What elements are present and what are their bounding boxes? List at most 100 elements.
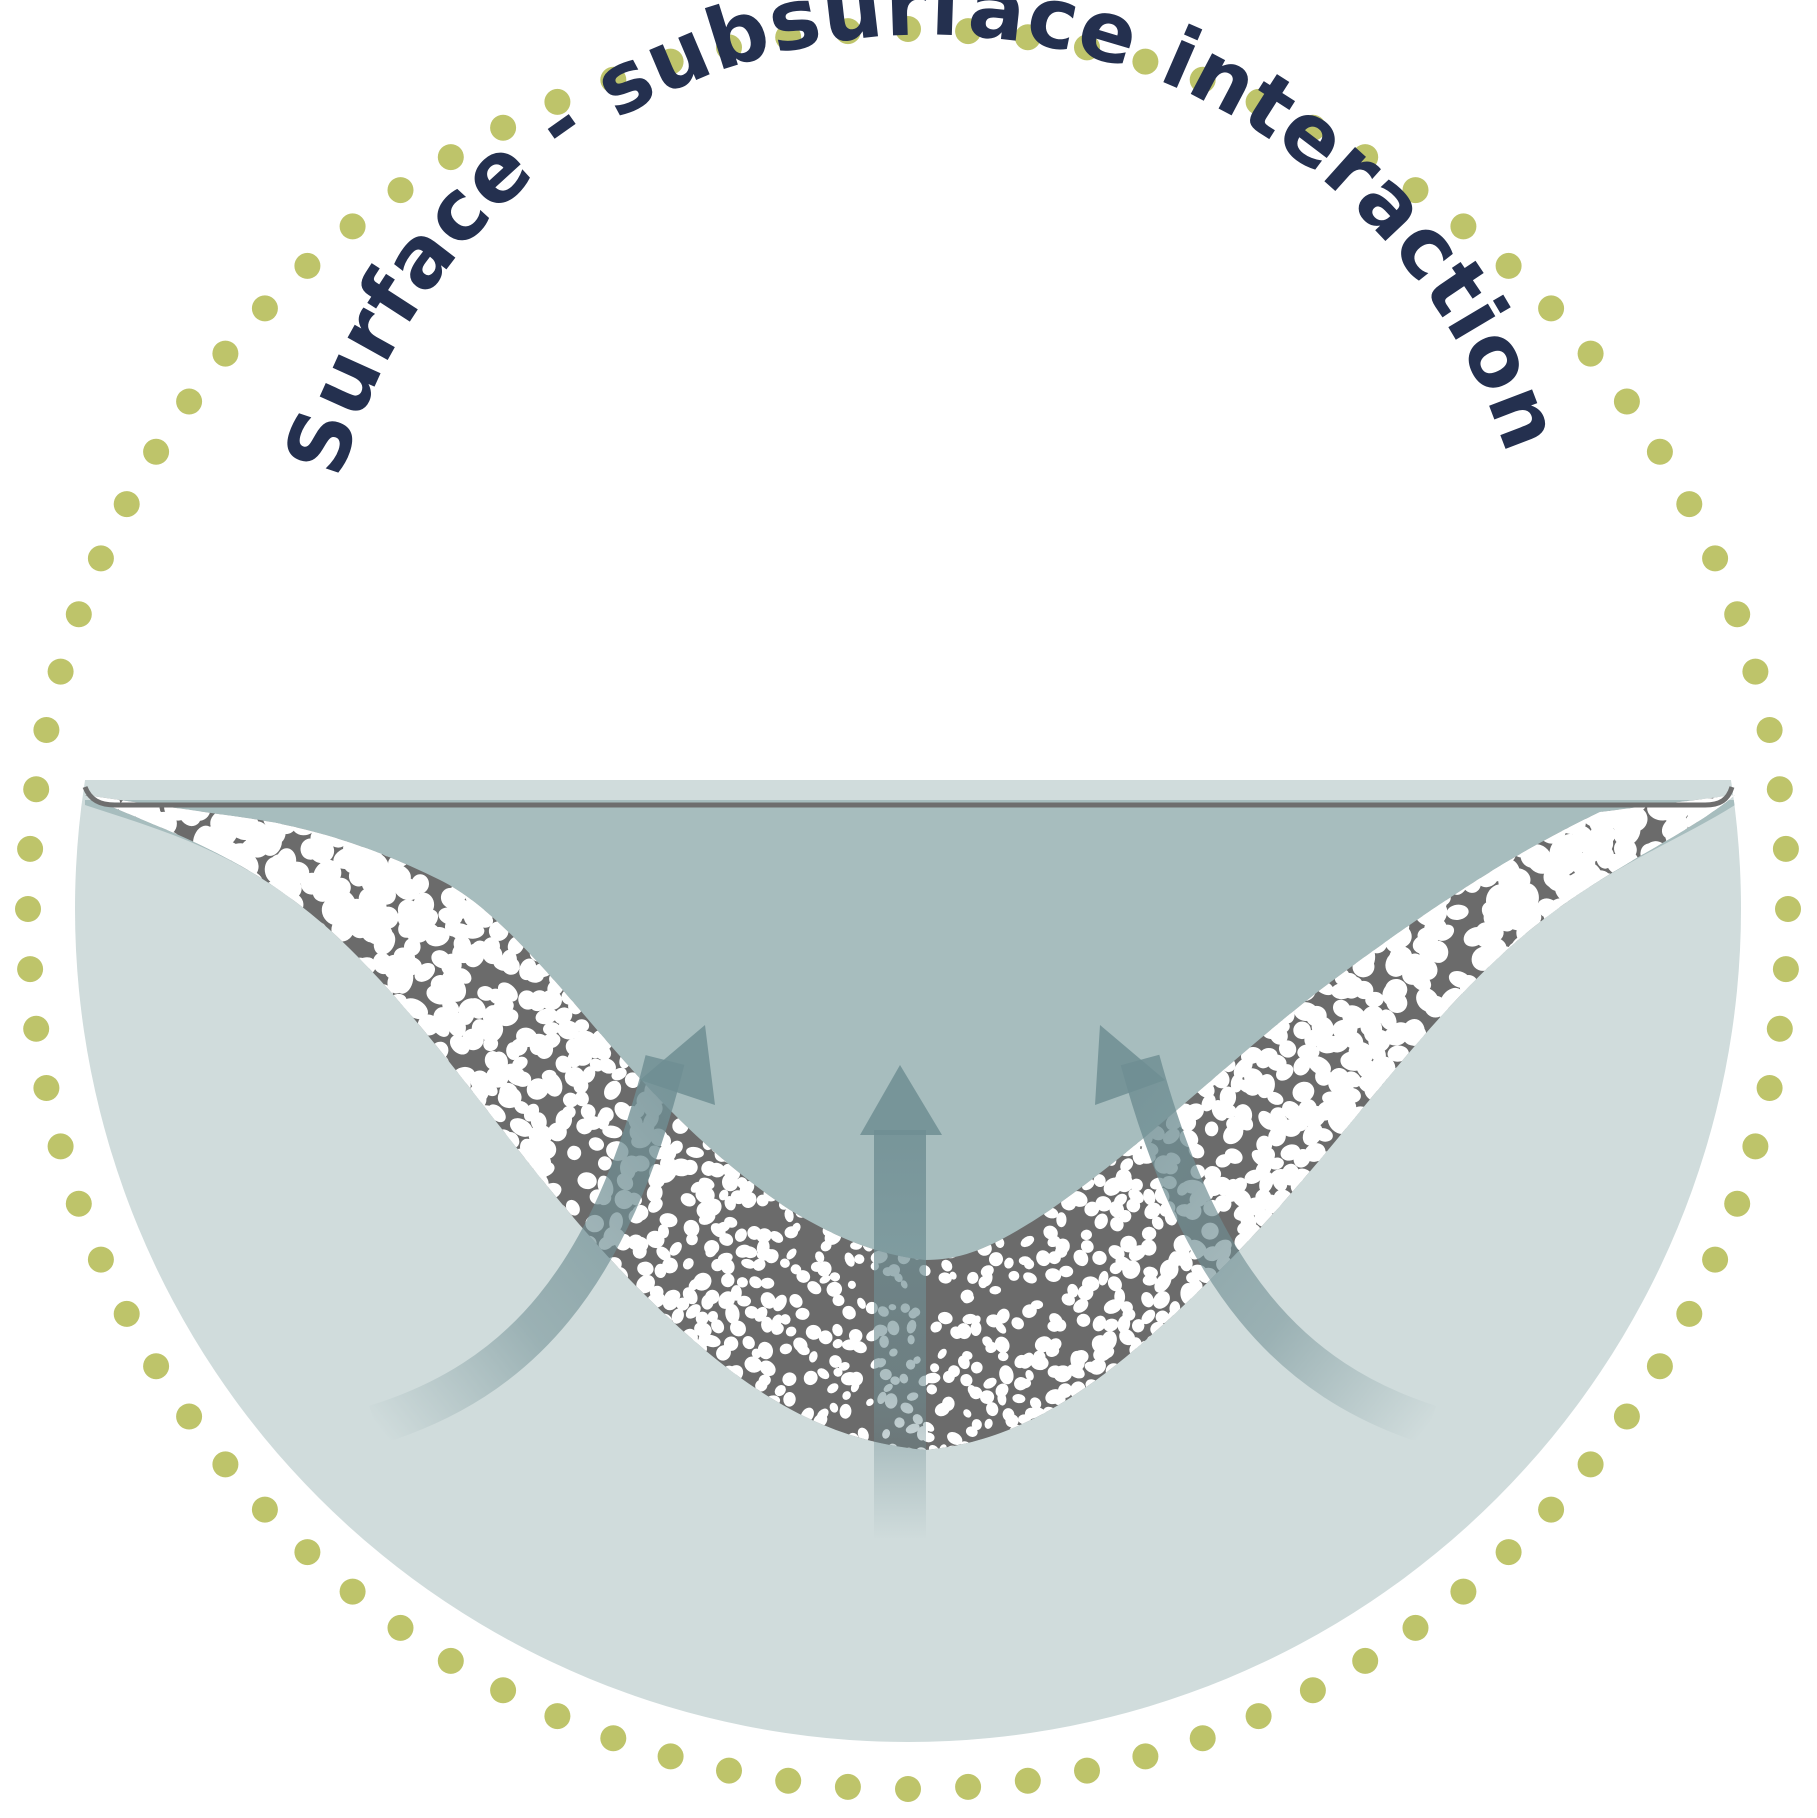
- pebble: [117, 1416, 145, 1446]
- pebble: [562, 1092, 579, 1108]
- pebble: [774, 1385, 786, 1397]
- pebble: [524, 967, 544, 983]
- pebble: [969, 1386, 983, 1400]
- pebble: [994, 1336, 1010, 1353]
- pebble: [1590, 1386, 1619, 1411]
- pebble: [1427, 940, 1449, 963]
- pebble: [483, 1036, 499, 1052]
- pebble: [139, 1439, 164, 1450]
- pebble: [1660, 1422, 1685, 1447]
- pebble: [866, 1398, 874, 1407]
- ring-dot: [437, 1647, 464, 1674]
- pebble: [1623, 1337, 1649, 1367]
- pebble: [648, 1171, 666, 1189]
- pebble: [85, 1303, 93, 1330]
- pebble: [85, 1301, 111, 1326]
- pebble: [1046, 1346, 1060, 1357]
- pebble: [101, 1335, 131, 1362]
- ring-dot: [437, 144, 464, 171]
- pebble: [1141, 1309, 1156, 1325]
- pebble: [1268, 1127, 1286, 1147]
- pebble: [1714, 1372, 1735, 1396]
- pebble: [200, 1408, 222, 1431]
- pebble: [464, 943, 485, 968]
- pebble: [783, 1392, 796, 1407]
- pebble: [1573, 1408, 1597, 1437]
- pebble: [1022, 1304, 1037, 1318]
- pebble: [756, 1228, 772, 1243]
- ring-dot: [294, 1539, 321, 1566]
- pebble: [1700, 1395, 1725, 1426]
- ring-dot: [657, 48, 684, 75]
- pebble: [1055, 1245, 1068, 1258]
- pebble: [1214, 1195, 1232, 1212]
- pebble: [924, 1372, 941, 1384]
- pebble: [705, 1245, 717, 1258]
- pebble: [716, 1345, 731, 1361]
- ring-dot: [251, 295, 278, 322]
- pebble: [1061, 1293, 1075, 1306]
- ring-dot: [65, 601, 92, 628]
- ring-dot: [1613, 1403, 1640, 1430]
- ring-dot: [955, 1773, 982, 1800]
- pebble: [462, 1028, 484, 1051]
- pebble: [984, 1418, 993, 1429]
- pebble: [761, 1316, 774, 1333]
- pebble: [1101, 1346, 1115, 1359]
- pebble: [486, 1066, 509, 1088]
- pebble: [1117, 1315, 1131, 1334]
- ring-dot: [775, 1767, 802, 1794]
- ring-dot: [1613, 388, 1640, 415]
- pebble: [1411, 972, 1432, 992]
- pebble: [708, 1162, 725, 1178]
- pebble: [744, 1356, 763, 1373]
- pebble: [85, 1415, 105, 1448]
- pebble: [543, 1022, 560, 1036]
- ring-dot: [1724, 601, 1751, 628]
- dotted-ring-border: [15, 16, 1801, 1802]
- pebble: [970, 1321, 982, 1336]
- pebble: [1317, 1017, 1334, 1039]
- pebble: [480, 1080, 498, 1097]
- upwelling-arrows: [369, 1025, 1437, 1540]
- pebble: [926, 1384, 938, 1395]
- pebble: [1642, 1328, 1666, 1355]
- ring-dot: [113, 1300, 140, 1327]
- pebble: [1092, 1315, 1107, 1332]
- ring-dot: [17, 835, 44, 862]
- pebble: [411, 874, 430, 894]
- pebble: [120, 1330, 141, 1354]
- ring-dot: [716, 1757, 742, 1784]
- pebble: [1674, 1413, 1695, 1440]
- pebble: [832, 1294, 845, 1307]
- pebble: [850, 1381, 860, 1393]
- pebble: [941, 1259, 953, 1272]
- pebble: [1713, 1426, 1735, 1450]
- pebble: [741, 1192, 757, 1209]
- pebble: [604, 1080, 622, 1100]
- pebble: [573, 1078, 589, 1094]
- pebble: [648, 1198, 663, 1213]
- ring-dot: [387, 177, 414, 204]
- pebble: [1023, 1272, 1037, 1284]
- ring-dot: [176, 388, 203, 415]
- pebble: [764, 1249, 779, 1264]
- pebble: [139, 1405, 169, 1434]
- pebble: [1011, 1317, 1024, 1330]
- ring-dot: [1577, 340, 1604, 367]
- pebble: [749, 1276, 762, 1289]
- ring-dot: [1724, 1190, 1751, 1217]
- pebble: [1029, 1397, 1042, 1410]
- pebble: [497, 1008, 519, 1027]
- pebble: [141, 1395, 165, 1423]
- pebble: [1045, 1268, 1062, 1282]
- pebble: [85, 1440, 93, 1450]
- pebble: [1155, 1310, 1169, 1324]
- pebble: [938, 1272, 952, 1284]
- pebble: [1067, 1364, 1085, 1379]
- pebble: [117, 1356, 146, 1381]
- ring-dot: [1756, 1075, 1783, 1101]
- pebble: [646, 1184, 663, 1203]
- pebble: [1073, 1249, 1089, 1267]
